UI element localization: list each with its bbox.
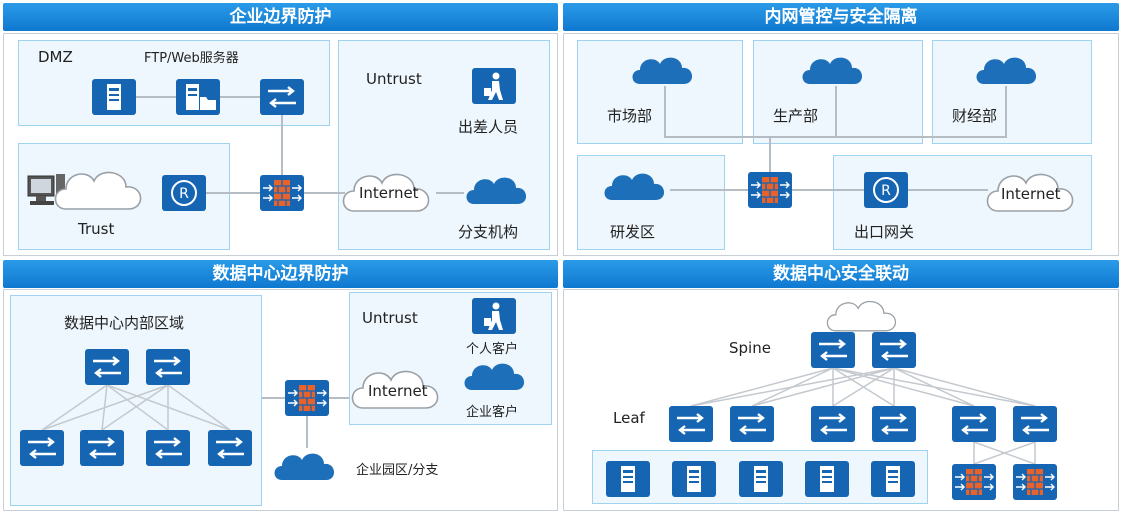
- spine-switch-icon: [872, 332, 916, 368]
- panel-title-dc-border: 数据中心边界防护: [3, 260, 558, 288]
- label-leaf: Leaf: [613, 409, 645, 427]
- panel-title-enterprise-border: 企业边界防护: [3, 3, 558, 31]
- label-dmz: DMZ: [38, 48, 73, 66]
- computer-icon: [27, 174, 65, 205]
- server-icon: [805, 461, 849, 497]
- label-ftp-web-server: FTP/Web服务器: [144, 51, 239, 66]
- server-icon: [871, 461, 915, 497]
- label-trust: Trust: [78, 220, 115, 238]
- label-traveler: 出差人员: [458, 118, 519, 136]
- label-production: 生产部: [773, 107, 819, 125]
- leaf-switch-icon: [872, 406, 916, 442]
- label-internet: Internet: [359, 184, 419, 202]
- label-market: 市场部: [607, 107, 653, 125]
- leaf-switch-icon: [952, 406, 996, 442]
- zone-rd: [577, 155, 725, 250]
- firewall-icon: [952, 464, 996, 500]
- leaf-switch-icon: [1013, 406, 1057, 442]
- server-icon: [672, 461, 716, 497]
- server-icon: [739, 461, 783, 497]
- leaf-switch-icon: [811, 406, 855, 442]
- panel-title-dc-linkage: 数据中心安全联动: [563, 260, 1119, 288]
- label-personal-customer: 个人客户: [466, 342, 519, 357]
- zone-market: [577, 40, 743, 144]
- label-campus-branch: 企业园区/分支: [356, 463, 439, 478]
- label-rd: 研发区: [610, 223, 656, 241]
- label-spine: Spine: [729, 339, 771, 357]
- zone-finance: [932, 40, 1092, 144]
- label-internet: Internet: [368, 382, 428, 400]
- label-untrust: Untrust: [366, 70, 422, 88]
- label-untrust: Untrust: [362, 309, 418, 327]
- label-egress-gateway: 出口网关: [854, 223, 915, 241]
- label-branch: 分支机构: [458, 223, 519, 241]
- leaf-switch-icon: [730, 406, 774, 442]
- label-enterprise-customer: 企业客户: [466, 405, 519, 420]
- label-finance: 财经部: [952, 107, 998, 125]
- firewall-icon: [1013, 464, 1057, 500]
- cloud-icon: [826, 300, 897, 332]
- spine-switch-icon: [811, 332, 855, 368]
- leaf-switch-icon: [669, 406, 713, 442]
- label-internet: Internet: [1001, 185, 1061, 203]
- zone-dc-internal: [10, 295, 262, 506]
- zone-production: [753, 40, 923, 144]
- label-dc-internal: 数据中心内部区域: [64, 314, 185, 332]
- panel-title-intranet-control: 内网管控与安全隔离: [563, 3, 1119, 31]
- server-icon: [606, 461, 650, 497]
